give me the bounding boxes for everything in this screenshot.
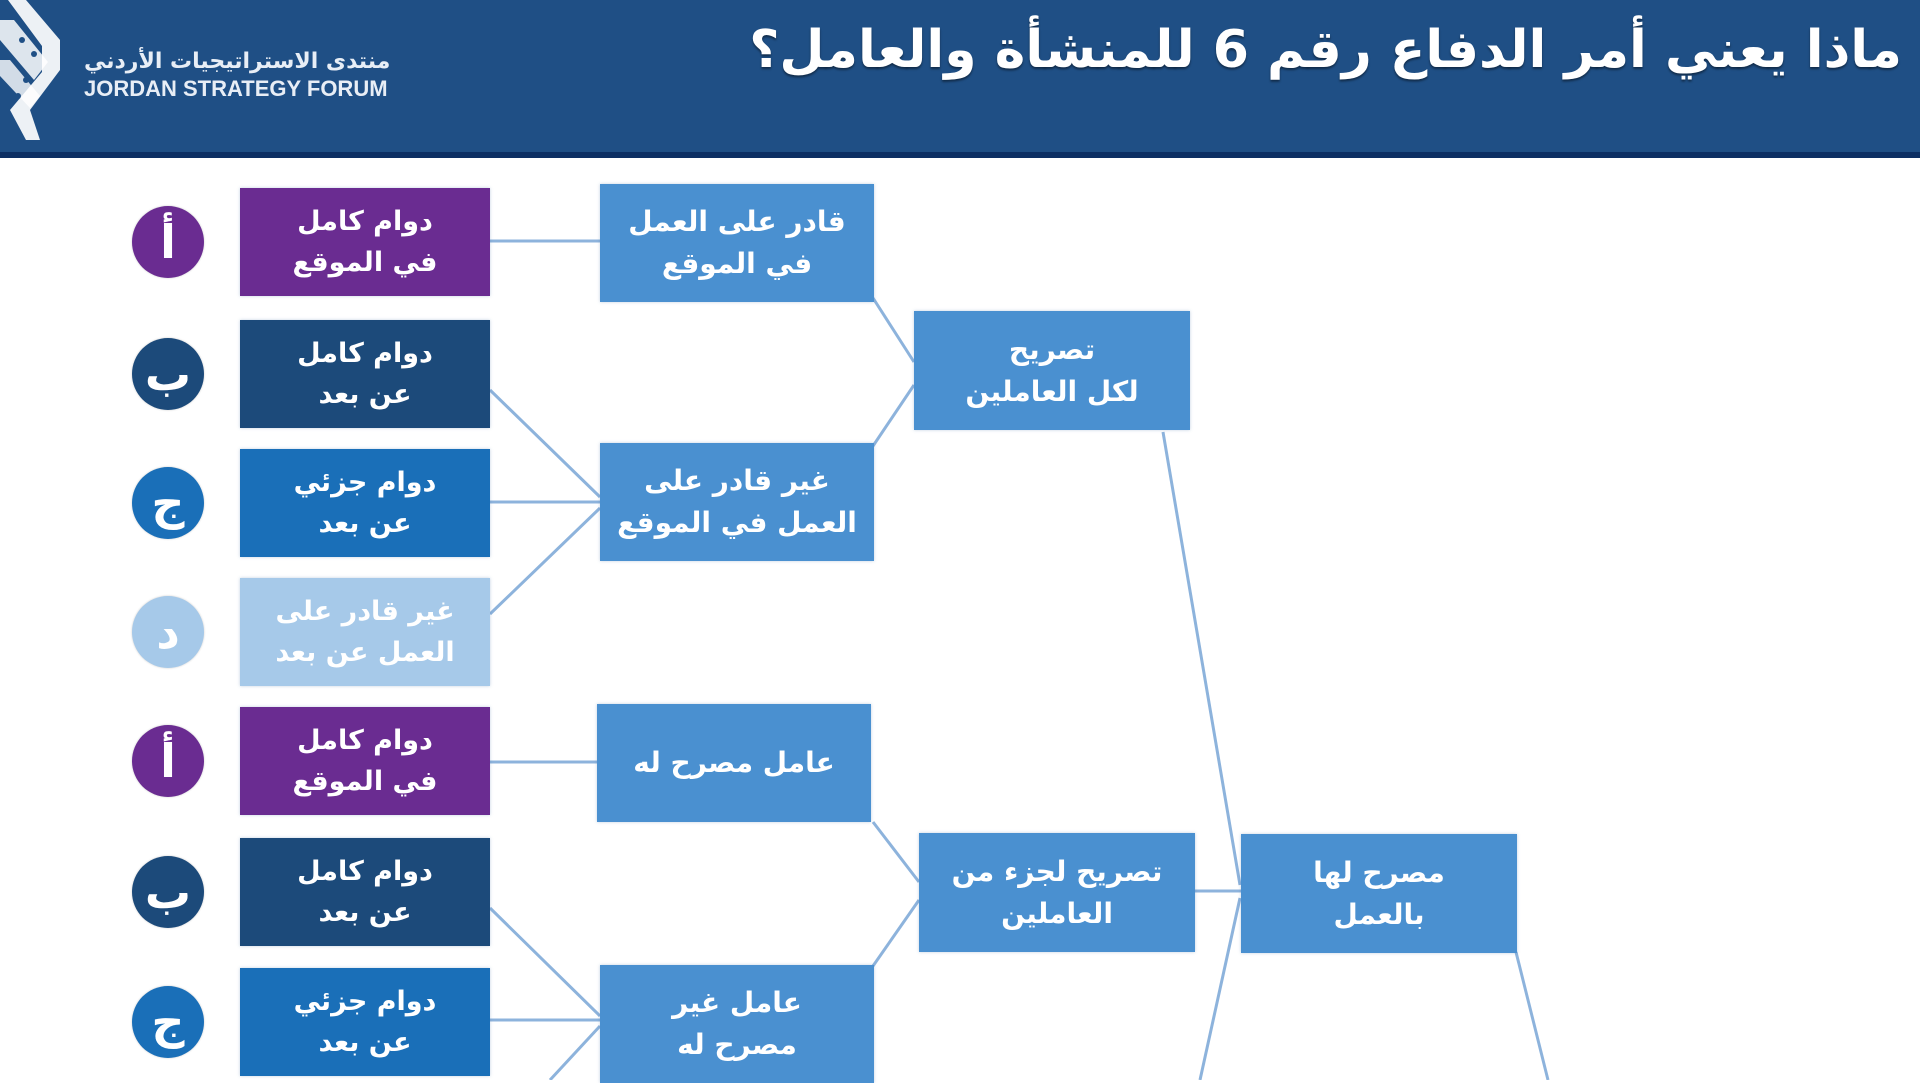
logo-text: منتدى الاستراتيجيات الأردني JORDAN STRAT… [84,48,390,102]
status-permitted-worker: عامل مصرح له [597,704,871,822]
option-letter-a-1: أ [132,206,204,278]
logo-english-name: JORDAN STRATEGY FORUM [84,76,388,101]
permit-label: تصريح لجزء من العاملين [951,854,1163,930]
option-letter-a-2: أ [132,725,204,797]
permit-all-workers: تصريح لكل العاملين [914,311,1190,430]
status-unable-onsite: غير قادر على العمل في الموقع [600,443,874,561]
option-box-fulltime-onsite-2: دوام كامل في الموقع [240,707,490,815]
option-label: دوام جزئي عن بعد [293,467,437,539]
option-label: دوام جزئي عن بعد [293,986,437,1058]
permit-label: تصريح لكل العاملين [965,332,1139,408]
header-divider [0,152,1920,158]
status-unpermitted-worker: عامل غير مصرح له [600,965,874,1083]
status-label: عامل مصرح له [633,746,835,779]
jsf-logo-icon [0,0,60,140]
option-label: دوام كامل عن بعد [297,338,433,410]
option-box-parttime-remote-2: دوام جزئي عن بعد [240,968,490,1076]
option-box-fulltime-remote-1: دوام كامل عن بعد [240,320,490,428]
status-label: عامل غير مصرح له [672,986,802,1061]
option-letter-b-2: ب [132,856,204,928]
establishment-label: مصرح لها بالعمل [1313,855,1445,931]
page-title: ماذا يعني أمر الدفاع رقم 6 للمنشأة والعا… [749,20,1902,80]
option-box-unable-remote: غير قادر على العمل عن بعد [240,578,490,686]
option-box-fulltime-remote-2: دوام كامل عن بعد [240,838,490,946]
option-label: دوام كامل في الموقع [292,206,438,278]
header-banner: منتدى الاستراتيجيات الأردني JORDAN STRAT… [0,0,1920,152]
option-label: دوام كامل عن بعد [297,856,433,928]
option-letter-d-1: د [132,596,204,668]
option-label: غير قادر على العمل عن بعد [275,596,455,668]
option-box-parttime-remote-1: دوام جزئي عن بعد [240,449,490,557]
establishment-permitted: مصرح لها بالعمل [1241,834,1517,953]
option-box-fulltime-onsite-1: دوام كامل في الموقع [240,188,490,296]
logo-arabic-name: منتدى الاستراتيجيات الأردني [84,49,391,74]
option-letter-c-2: ج [132,986,204,1058]
option-label: دوام كامل في الموقع [292,725,438,797]
status-label: غير قادر على العمل في الموقع [617,464,857,539]
option-letter-b-1: ب [132,338,204,410]
option-letter-c-1: ج [132,467,204,539]
status-label: قادر على العمل في الموقع [628,205,846,280]
status-able-onsite: قادر على العمل في الموقع [600,184,874,302]
permit-part-workers: تصريح لجزء من العاملين [919,833,1195,952]
